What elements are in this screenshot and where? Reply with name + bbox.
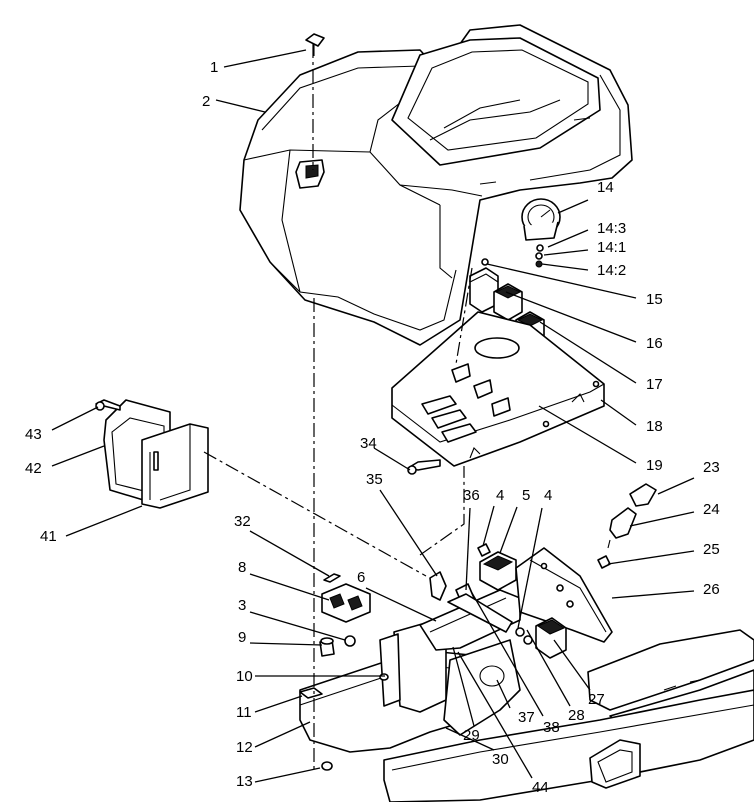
rectifier-mount xyxy=(95,399,209,509)
callout-43: 43 xyxy=(25,426,42,443)
callout-6: 6 xyxy=(357,569,365,586)
main-bracket xyxy=(299,589,521,753)
leader-line-29 xyxy=(452,646,475,727)
leader-line-32 xyxy=(249,530,330,577)
callout-42: 42 xyxy=(25,460,42,477)
leader-line-9 xyxy=(249,642,323,646)
bolt-1 xyxy=(305,33,325,56)
side-plate xyxy=(515,547,613,643)
callout-4: 4 xyxy=(496,487,504,504)
leader-line-4 xyxy=(517,507,543,629)
leader-line-35 xyxy=(379,489,438,577)
leader-line-36 xyxy=(465,507,471,591)
leader-line-11 xyxy=(254,695,303,713)
hour-meter-gauge xyxy=(521,198,561,268)
leader-line-4 xyxy=(482,505,495,547)
leader-line-13 xyxy=(254,767,321,783)
leader-line-27 xyxy=(553,639,591,691)
callout-13: 13 xyxy=(236,773,253,790)
callout-36: 36 xyxy=(463,487,480,504)
callout-24: 24 xyxy=(703,501,720,518)
switches xyxy=(469,258,545,349)
callout-35: 35 xyxy=(366,471,383,488)
callout-37: 37 xyxy=(518,709,535,726)
leader-line-1 xyxy=(223,49,307,68)
bolt-34 xyxy=(407,459,441,475)
callout-44: 44 xyxy=(532,779,549,796)
callout-5: 5 xyxy=(522,487,530,504)
leader-line-2 xyxy=(215,99,266,113)
fasteners xyxy=(299,573,389,771)
leader-line-23 xyxy=(657,477,695,495)
leader-line-18 xyxy=(600,399,637,426)
callout-11: 11 xyxy=(236,704,252,721)
leader-line-43 xyxy=(51,406,99,431)
leader-line-25 xyxy=(607,550,695,565)
callout-14: 14 xyxy=(597,179,614,196)
callout-32: 32 xyxy=(234,513,251,530)
frame-rails xyxy=(383,629,754,802)
switch-27 xyxy=(515,617,567,659)
callout-23: 23 xyxy=(703,459,720,476)
leader-line-14-2 xyxy=(541,263,589,271)
callout-12: 12 xyxy=(236,739,253,756)
callout-3: 3 xyxy=(238,597,246,614)
callout-15: 15 xyxy=(646,291,663,308)
centerlines xyxy=(203,44,473,770)
callout-25: 25 xyxy=(703,541,720,558)
callout-26: 26 xyxy=(703,581,720,598)
leader-line-5 xyxy=(499,506,518,554)
callout-9: 9 xyxy=(238,629,246,646)
leader-line-6 xyxy=(365,587,437,622)
fuse-holder xyxy=(597,483,657,569)
callout-14-3: 14:3 xyxy=(597,220,626,237)
callout-27: 27 xyxy=(588,691,605,708)
callout-16: 16 xyxy=(646,335,663,352)
leader-line-42 xyxy=(51,445,105,467)
console-shroud xyxy=(239,24,633,346)
leader-line-28 xyxy=(526,629,571,707)
callout-30: 30 xyxy=(492,751,509,768)
leader-line-30 xyxy=(445,727,495,751)
relay xyxy=(477,543,517,591)
callout-4: 4 xyxy=(544,487,552,504)
callout-1: 1 xyxy=(210,59,218,76)
bracket-8 xyxy=(321,583,371,623)
leader-line-17 xyxy=(539,321,637,384)
callout-29: 29 xyxy=(463,727,480,744)
callout-17: 17 xyxy=(646,376,663,393)
leader-line-16 xyxy=(505,291,637,343)
leader-line-15 xyxy=(486,263,637,299)
callout-41: 41 xyxy=(40,528,57,545)
callout-10: 10 xyxy=(236,668,253,685)
callout-14-1: 14:1 xyxy=(597,239,626,256)
leader-line-34 xyxy=(373,447,411,471)
leader-line-37 xyxy=(496,679,511,709)
leader-line-14 xyxy=(557,199,589,214)
leader-line-3 xyxy=(249,611,346,641)
callout-28: 28 xyxy=(568,707,585,724)
callout-34: 34 xyxy=(360,435,377,452)
leader-line-38 xyxy=(471,592,544,717)
leader-line-8 xyxy=(249,573,330,601)
leader-line-12 xyxy=(254,721,311,748)
callout-14-2: 14:2 xyxy=(597,262,626,279)
leader-line-14-3 xyxy=(547,229,589,248)
control-panel xyxy=(391,311,605,467)
leader-line-44 xyxy=(457,651,533,779)
leader-line-41 xyxy=(65,505,143,537)
callout-18: 18 xyxy=(646,418,663,435)
leader-line-19 xyxy=(538,405,637,464)
lever-assembly xyxy=(429,571,513,633)
callout-2: 2 xyxy=(202,93,210,110)
leader-line-24 xyxy=(629,511,695,527)
callout-8: 8 xyxy=(238,559,246,576)
callout-38: 38 xyxy=(543,719,560,736)
leader-line-14-1 xyxy=(543,249,589,256)
leader-line-26 xyxy=(611,590,695,599)
callout-19: 19 xyxy=(646,457,663,474)
